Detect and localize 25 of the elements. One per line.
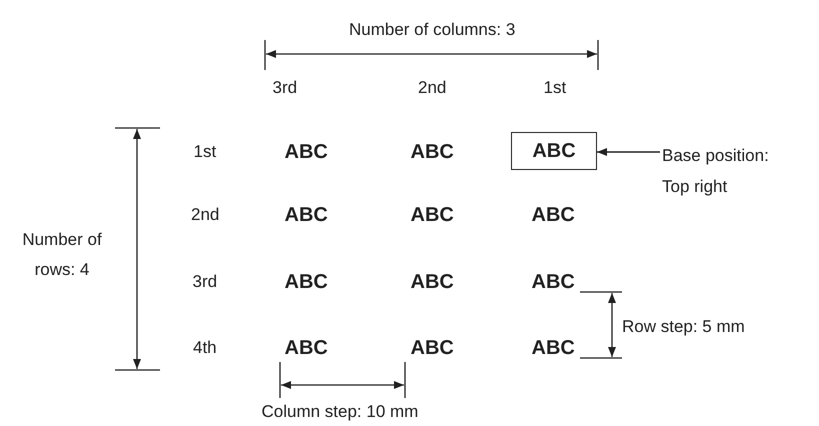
- sample-text: ABC: [532, 338, 575, 358]
- row-header: 1st: [194, 142, 216, 162]
- sample-text: ABC: [284, 205, 328, 225]
- sample-text: ABC: [410, 338, 454, 358]
- sample-text: ABC: [410, 272, 454, 292]
- column-header: 3rd: [272, 78, 298, 98]
- sample-text: ABC: [284, 272, 328, 292]
- sample-text: ABC: [532, 205, 575, 225]
- sample-text: ABC: [284, 338, 328, 358]
- column-header: 2nd: [418, 78, 446, 98]
- row-header: 3rd: [192, 272, 218, 292]
- sample-text: ABC: [532, 272, 575, 292]
- dimension-text: Number of rows: 4: [21, 229, 103, 281]
- dimension-text: Column step: 10 mm: [262, 402, 418, 422]
- sample-text: ABC: [284, 142, 328, 162]
- dimension-text: Number of columns: 3: [349, 20, 516, 40]
- dimension-text: Row step: 5 mm: [622, 317, 745, 337]
- highlight-box: ABC: [511, 132, 597, 170]
- arrow: [597, 148, 660, 156]
- sample-text: ABC: [410, 142, 454, 162]
- column-header: 1st: [544, 78, 566, 98]
- row-header: 4th: [193, 338, 217, 358]
- leader-text: Base position: Top right: [662, 140, 782, 202]
- sample-text: ABC: [410, 205, 454, 225]
- row-header: 2nd: [191, 205, 220, 225]
